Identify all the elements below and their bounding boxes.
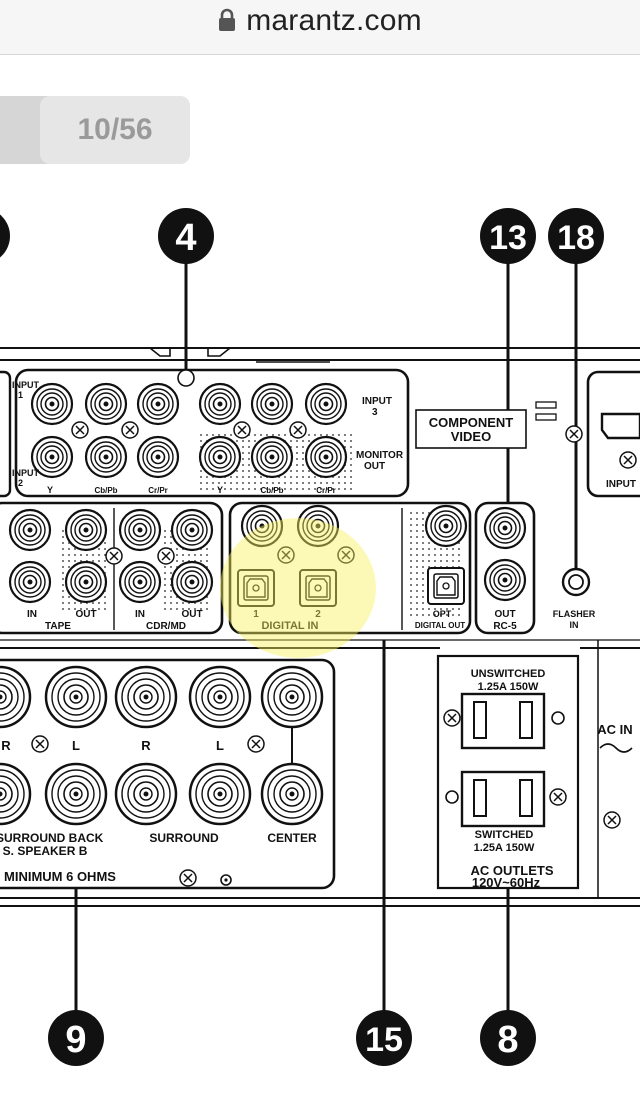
- svg-text:3: 3: [372, 407, 378, 418]
- svg-text:IN: IN: [570, 620, 579, 630]
- browser-address-bar[interactable]: marantz.com: [0, 0, 640, 55]
- svg-text:MONITOR: MONITOR: [356, 450, 404, 461]
- svg-text:OUT: OUT: [181, 609, 202, 620]
- ac-in-label: AC IN: [597, 722, 633, 829]
- svg-text:Cr/Pr: Cr/Pr: [316, 486, 336, 495]
- svg-text:MINIMUM 6 OHMS: MINIMUM 6 OHMS: [4, 869, 116, 884]
- svg-text:DIGITAL OUT: DIGITAL OUT: [415, 621, 465, 630]
- svg-text:OUT: OUT: [494, 609, 515, 620]
- svg-text:2: 2: [315, 609, 321, 620]
- ac-outlets-block: UNSWITCHED 1.25A 150W SWITCHED 1.25A 150…: [436, 654, 580, 890]
- svg-text:R: R: [141, 738, 151, 753]
- svg-text:Cr/Pr: Cr/Pr: [148, 486, 168, 495]
- rc5-block: OUT RC-5: [474, 501, 536, 635]
- svg-text:FLASHER: FLASHER: [553, 609, 596, 619]
- svg-text:INPUT: INPUT: [362, 396, 392, 407]
- page-indicator: 10/56: [40, 96, 190, 164]
- svg-text:AC OUTLETS: AC OUTLETS: [470, 863, 553, 878]
- svg-text:SURROUND: SURROUND: [149, 831, 219, 845]
- svg-text:Cb/Pb: Cb/Pb: [94, 486, 117, 495]
- svg-text:COMPONENT: COMPONENT: [429, 415, 514, 430]
- callout-8: 8: [480, 1010, 536, 1066]
- svg-text:2: 2: [18, 478, 23, 488]
- svg-text:Y: Y: [47, 485, 53, 495]
- svg-text:/ S. SPEAKER B: / S. SPEAKER B: [0, 844, 88, 858]
- digital-audio-block: 1 2 DIGITAL IN OPT DIGITAL OUT: [228, 501, 472, 635]
- svg-text:INPUT: INPUT: [606, 479, 636, 490]
- flasher-in-jack: FLASHER IN: [553, 567, 596, 630]
- svg-text:18: 18: [557, 219, 595, 257]
- hdmi-input-block: INPUT: [586, 370, 640, 498]
- svg-text:INPUT: INPUT: [12, 380, 40, 390]
- url-text: marantz.com: [246, 4, 422, 37]
- svg-text:L: L: [72, 738, 80, 753]
- url-display[interactable]: marantz.com: [0, 4, 640, 40]
- svg-text:INPUT: INPUT: [12, 468, 40, 478]
- svg-text:8: 8: [497, 1019, 518, 1061]
- svg-text:RC-5: RC-5: [493, 621, 517, 632]
- svg-text:DIGITAL IN: DIGITAL IN: [261, 620, 318, 632]
- svg-text:UNSWITCHED: UNSWITCHED: [471, 668, 546, 680]
- partial-callout-left: [0, 214, 10, 258]
- svg-text:OPT: OPT: [433, 609, 452, 619]
- callout-9: 9: [48, 1010, 104, 1066]
- svg-text:SWITCHED: SWITCHED: [475, 829, 534, 841]
- svg-text:Cb/Pb: Cb/Pb: [260, 486, 283, 495]
- svg-text:VIDEO: VIDEO: [451, 429, 491, 444]
- svg-text:4: 4: [175, 217, 196, 259]
- callout-4: 4: [158, 208, 214, 264]
- svg-text:1: 1: [18, 390, 23, 400]
- rear-panel-diagram: 4 13 18 9 15 8 INPUT 1 INPUT 2 INPUT: [0, 208, 640, 1066]
- component-video-block: INPUT 1 INPUT 2 INPUT 3 MONITOR OUT Y Cb…: [0, 368, 410, 498]
- svg-text:CDR/MD: CDR/MD: [146, 621, 186, 632]
- svg-text:AC IN: AC IN: [597, 722, 632, 737]
- svg-text:R: R: [1, 738, 11, 753]
- callout-lines: [74, 262, 578, 1012]
- svg-text:9: 9: [65, 1019, 86, 1061]
- svg-text:1.25A 150W: 1.25A 150W: [478, 681, 539, 693]
- svg-text:OUT: OUT: [364, 461, 385, 472]
- svg-text:13: 13: [489, 219, 527, 257]
- svg-text:L: L: [216, 738, 224, 753]
- tape-cdr-block: IN OUT TAPE IN OUT CDR/MD: [0, 501, 224, 635]
- svg-text:TAPE: TAPE: [45, 621, 71, 632]
- svg-text:1: 1: [253, 609, 259, 620]
- callout-15: 15: [356, 1010, 412, 1066]
- component-video-label-box: COMPONENT VIDEO: [415, 409, 583, 449]
- chassis: [0, 347, 640, 907]
- svg-text:15: 15: [365, 1021, 403, 1059]
- svg-text:IN: IN: [135, 609, 145, 620]
- callout-13: 13: [480, 208, 536, 264]
- svg-text:SURROUND BACK: SURROUND BACK: [0, 831, 104, 845]
- svg-text:Y: Y: [217, 485, 223, 495]
- svg-text:IN: IN: [27, 609, 37, 620]
- svg-text:1.25A 150W: 1.25A 150W: [474, 842, 535, 854]
- highlight-marker: [220, 518, 376, 658]
- svg-text:OUT: OUT: [75, 609, 96, 620]
- callout-18: 18: [548, 208, 604, 264]
- svg-text:120V~60Hz: 120V~60Hz: [472, 875, 541, 890]
- lock-icon: [218, 6, 236, 40]
- svg-text:CENTER: CENTER: [267, 831, 317, 845]
- speaker-terminal-block: R L R L SURROUND BACK / S. SPEAKER B SUR…: [0, 658, 336, 890]
